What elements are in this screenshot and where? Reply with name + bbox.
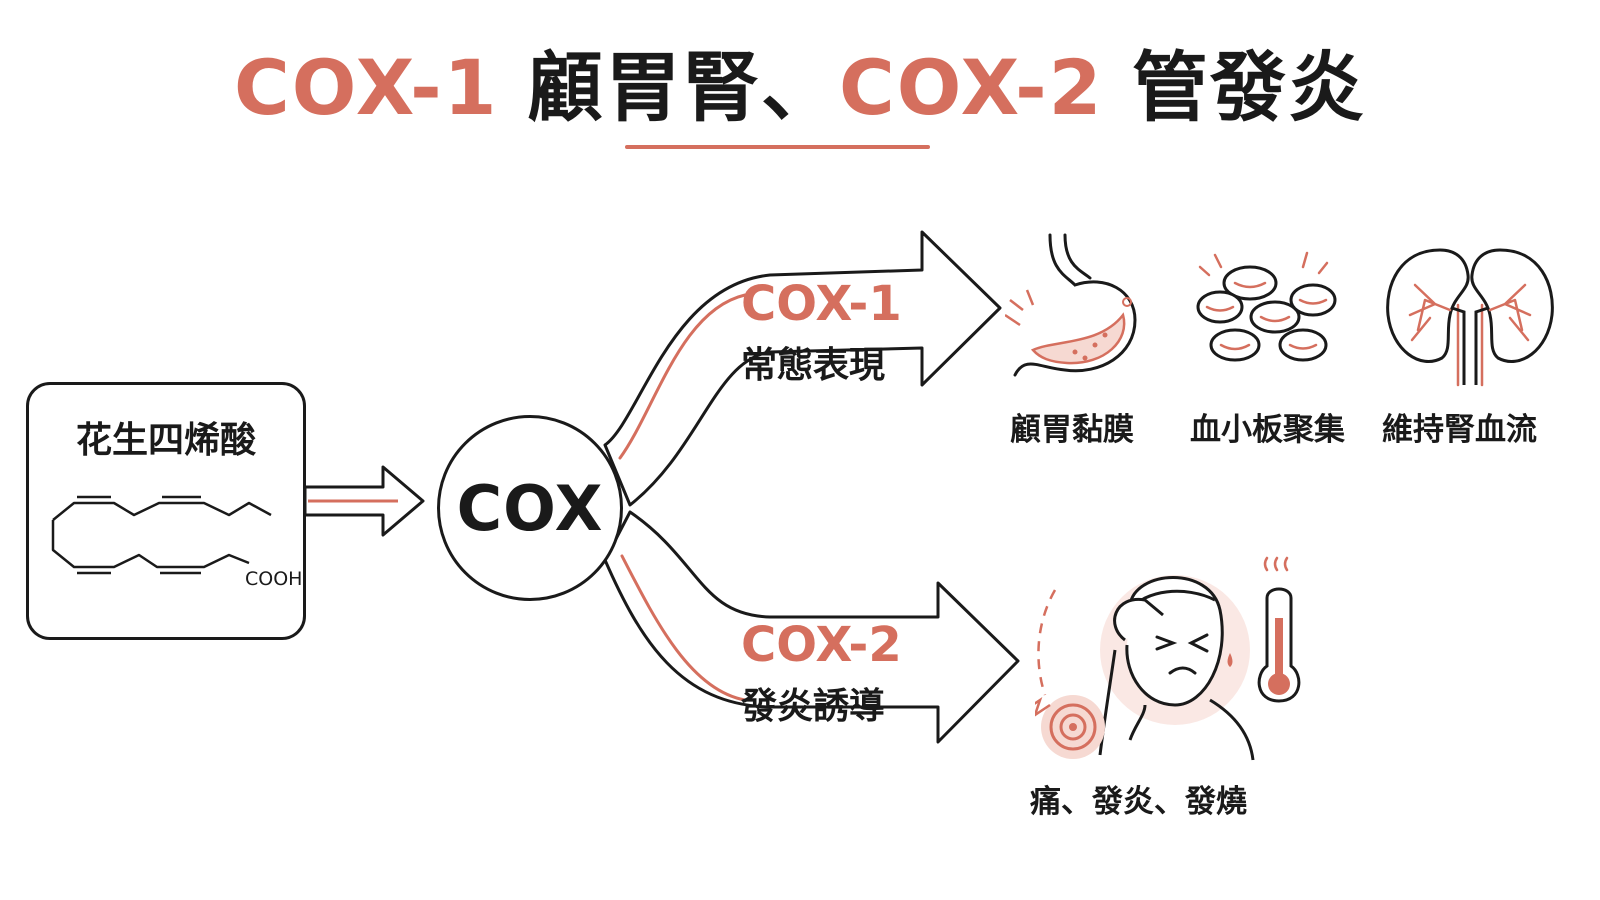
outcome-label-stomach: 顧胃黏膜 — [1010, 412, 1134, 448]
title-underline — [625, 145, 930, 149]
headache-person-icon — [1035, 575, 1255, 761]
substrate-box: 花生四烯酸 COOH — [26, 382, 306, 640]
platelets-icon — [1196, 251, 1337, 362]
cox1-branch-subtitle: 常態表現 — [741, 345, 886, 386]
outcome-label-platelets: 血小板聚集 — [1190, 412, 1345, 448]
cox1-arrow-accent — [618, 293, 747, 460]
substrate-label: 花生四烯酸 — [75, 420, 256, 461]
title-text-2: 管發炎 — [1103, 43, 1366, 132]
title-text-1: 顧胃腎、 — [498, 43, 839, 132]
cooh-label: COOH — [245, 568, 303, 590]
cox2-branch-subtitle: 發炎誘導 — [741, 686, 886, 727]
title-cox1: COX-1 — [234, 43, 499, 132]
stomach-icon — [1005, 233, 1137, 377]
cox1-branch-title: COX-1 — [741, 276, 902, 332]
outcome-label-inflammation: 痛、發炎、發燒 — [1030, 784, 1247, 820]
cox-label: COX — [456, 471, 604, 545]
title-cox2: COX-2 — [839, 43, 1104, 132]
outcome-label-kidneys: 維持腎血流 — [1382, 412, 1537, 448]
arachidonic-acid-structure-icon — [51, 495, 272, 575]
kidneys-icon — [1386, 248, 1554, 387]
cox-enzyme-node: COX — [437, 415, 623, 601]
thermometer-icon — [1257, 556, 1301, 703]
cox2-arrow-accent — [620, 554, 747, 702]
page-title: COX-1 顧胃腎、COX-2 管發炎 — [0, 26, 1600, 136]
input-arrow — [303, 465, 425, 537]
cox2-branch-title: COX-2 — [741, 617, 902, 673]
